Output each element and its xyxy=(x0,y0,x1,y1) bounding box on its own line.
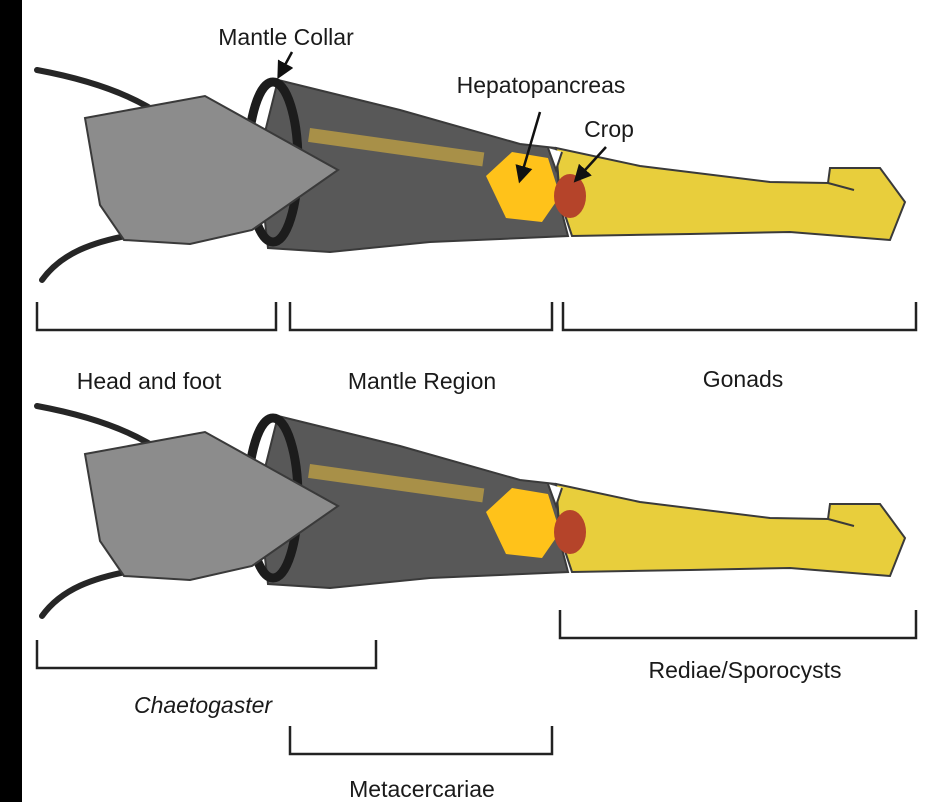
label-head-and-foot: Head and foot xyxy=(77,368,222,394)
label-gonads: Gonads xyxy=(703,366,784,392)
label-metacercariae: Metacercariae xyxy=(349,776,495,802)
label-mantle-region: Mantle Region xyxy=(348,368,496,394)
crop xyxy=(554,510,586,554)
crop xyxy=(554,174,586,218)
label-mantle-collar: Mantle Collar xyxy=(218,24,354,50)
label-rediae-sporocysts: Rediae/Sporocysts xyxy=(648,657,841,683)
label-chaetogaster: Chaetogaster xyxy=(134,692,273,718)
label-crop: Crop xyxy=(584,116,634,142)
label-hepatopancreas: Hepatopancreas xyxy=(457,72,626,98)
